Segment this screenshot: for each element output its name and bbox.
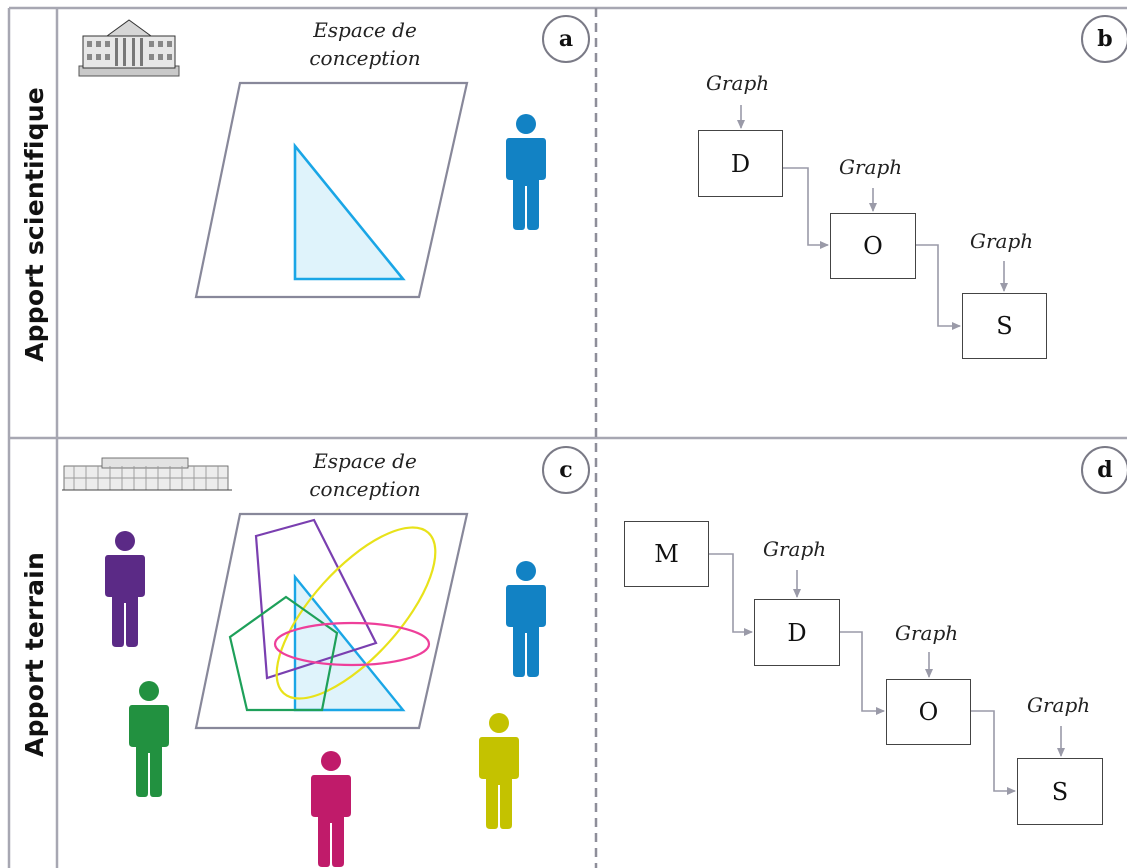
panel-a	[78, 19, 546, 299]
graph-input-label: Graph	[895, 621, 959, 645]
process-box-d-2: O	[886, 679, 971, 745]
person-icon	[506, 114, 546, 230]
person-icon	[105, 531, 145, 647]
purple-quadrilateral-shape	[254, 518, 378, 680]
design-space-title: Espace de conception	[290, 16, 440, 72]
panel-letter-b: b	[1081, 15, 1127, 63]
title-line: Espace de	[313, 18, 417, 42]
panel-c	[62, 457, 546, 867]
factory-building-icon	[62, 457, 232, 491]
design-space-parallelogram	[194, 512, 469, 730]
pink-ellipse-shape	[273, 621, 431, 667]
graph-input-label: Graph	[970, 229, 1034, 253]
flow-connector-arrow	[971, 710, 1016, 795]
title-line: conception	[309, 477, 421, 501]
graph-input-label: Graph	[706, 71, 770, 95]
graph-input-label: Graph	[763, 537, 827, 561]
title-line: conception	[309, 46, 421, 70]
panel-letter-a: a	[542, 15, 590, 63]
row-label-scientific: Apport scientifique	[6, 10, 62, 438]
person-icon	[506, 561, 546, 677]
triangle-shape	[293, 142, 406, 281]
person-icon	[479, 713, 519, 829]
triangle-shape	[293, 573, 406, 712]
row-label-field: Apport terrain	[6, 440, 62, 868]
flow-connector-arrow	[840, 631, 885, 715]
process-box-d-1: D	[754, 599, 840, 666]
flow-connector-arrow	[916, 244, 961, 330]
process-box-b-2: S	[962, 293, 1047, 359]
row-label-text: Apport terrain	[19, 551, 49, 757]
title-line: Espace de	[313, 449, 417, 473]
panel-letter-c: c	[542, 446, 590, 494]
graph-input-label: Graph	[1027, 693, 1091, 717]
design-space-title: Espace de conception	[290, 447, 440, 503]
university-building-icon	[78, 19, 180, 77]
person-icon	[129, 681, 169, 797]
grid-frame	[7, 6, 1127, 868]
process-box-d-3: S	[1017, 758, 1103, 825]
design-space-parallelogram	[194, 81, 469, 299]
panel-d	[709, 553, 1065, 795]
flow-connector-arrow	[709, 553, 753, 636]
green-pentagon-shape	[228, 595, 339, 712]
yellow-ellipse-shape	[275, 526, 437, 700]
panel-b	[737, 105, 1008, 330]
flow-connector-arrow	[783, 167, 829, 249]
process-box-b-0: D	[698, 130, 783, 197]
process-box-b-1: O	[830, 213, 916, 279]
panel-letter-d: d	[1081, 446, 1127, 494]
graph-input-label: Graph	[839, 155, 903, 179]
person-icon	[311, 751, 351, 867]
process-box-d-0: M	[624, 521, 709, 587]
row-label-text: Apport scientifique	[19, 86, 49, 362]
